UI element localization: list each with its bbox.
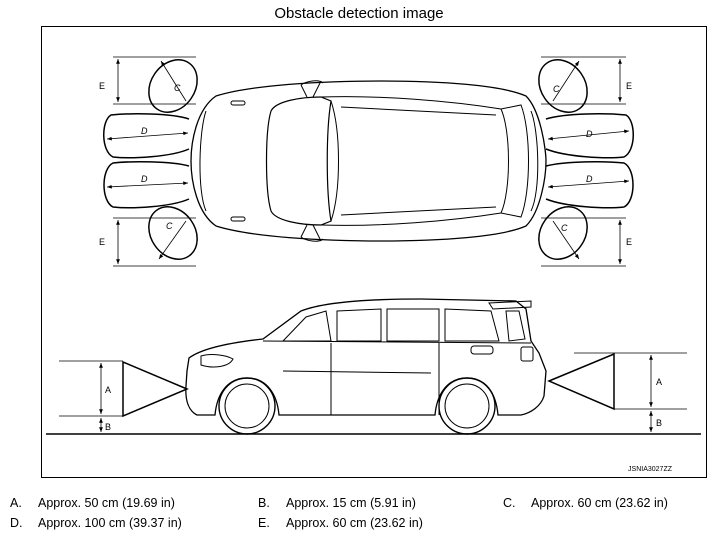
svg-text:A: A bbox=[105, 385, 111, 395]
front-sensor-zones bbox=[103, 59, 198, 260]
legend-letter: C. bbox=[503, 496, 516, 510]
svg-text:A: A bbox=[656, 377, 662, 387]
side-view-labels: A B A B bbox=[105, 377, 662, 432]
car-side-view bbox=[46, 298, 701, 435]
car-top-view bbox=[190, 80, 547, 242]
side-view-dimensions bbox=[59, 352, 687, 432]
svg-text:C: C bbox=[561, 223, 568, 233]
legend-text: Approx. 60 cm (23.62 in) bbox=[531, 496, 668, 510]
svg-text:D: D bbox=[141, 126, 148, 136]
rear-sensor-zones bbox=[538, 59, 634, 260]
svg-text:C: C bbox=[166, 221, 173, 231]
legend-text: Approx. 50 cm (19.69 in) bbox=[38, 496, 175, 510]
legend-text: Approx. 60 cm (23.62 in) bbox=[286, 516, 423, 530]
svg-text:E: E bbox=[99, 81, 105, 91]
svg-text:D: D bbox=[586, 129, 593, 139]
svg-text:E: E bbox=[626, 237, 632, 247]
legend-letter: A. bbox=[10, 496, 22, 510]
svg-text:B: B bbox=[656, 418, 662, 428]
figure-title: Obstacle detection image bbox=[274, 5, 444, 22]
svg-text:B: B bbox=[105, 422, 111, 432]
diagram-frame: E E E E C C C C D D D D bbox=[41, 26, 707, 478]
svg-text:C: C bbox=[553, 84, 560, 94]
svg-text:D: D bbox=[141, 174, 148, 184]
side-sensor-zones bbox=[122, 352, 615, 418]
svg-text:E: E bbox=[99, 237, 105, 247]
top-view-dimensions bbox=[106, 56, 630, 267]
svg-text:E: E bbox=[626, 81, 632, 91]
legend-letter: D. bbox=[10, 516, 23, 530]
legend-letter: B. bbox=[258, 496, 270, 510]
svg-text:C: C bbox=[174, 83, 181, 93]
top-view-labels: E E E E C C C C D D D D bbox=[99, 81, 632, 247]
figure-id: JSNIA3027ZZ bbox=[628, 466, 672, 473]
legend-letter: E. bbox=[258, 516, 270, 530]
obstacle-detection-diagram: E E E E C C C C D D D D bbox=[46, 56, 701, 435]
svg-text:D: D bbox=[586, 174, 593, 184]
legend-text: Approx. 100 cm (39.37 in) bbox=[38, 516, 182, 530]
legend-text: Approx. 15 cm (5.91 in) bbox=[286, 496, 416, 510]
